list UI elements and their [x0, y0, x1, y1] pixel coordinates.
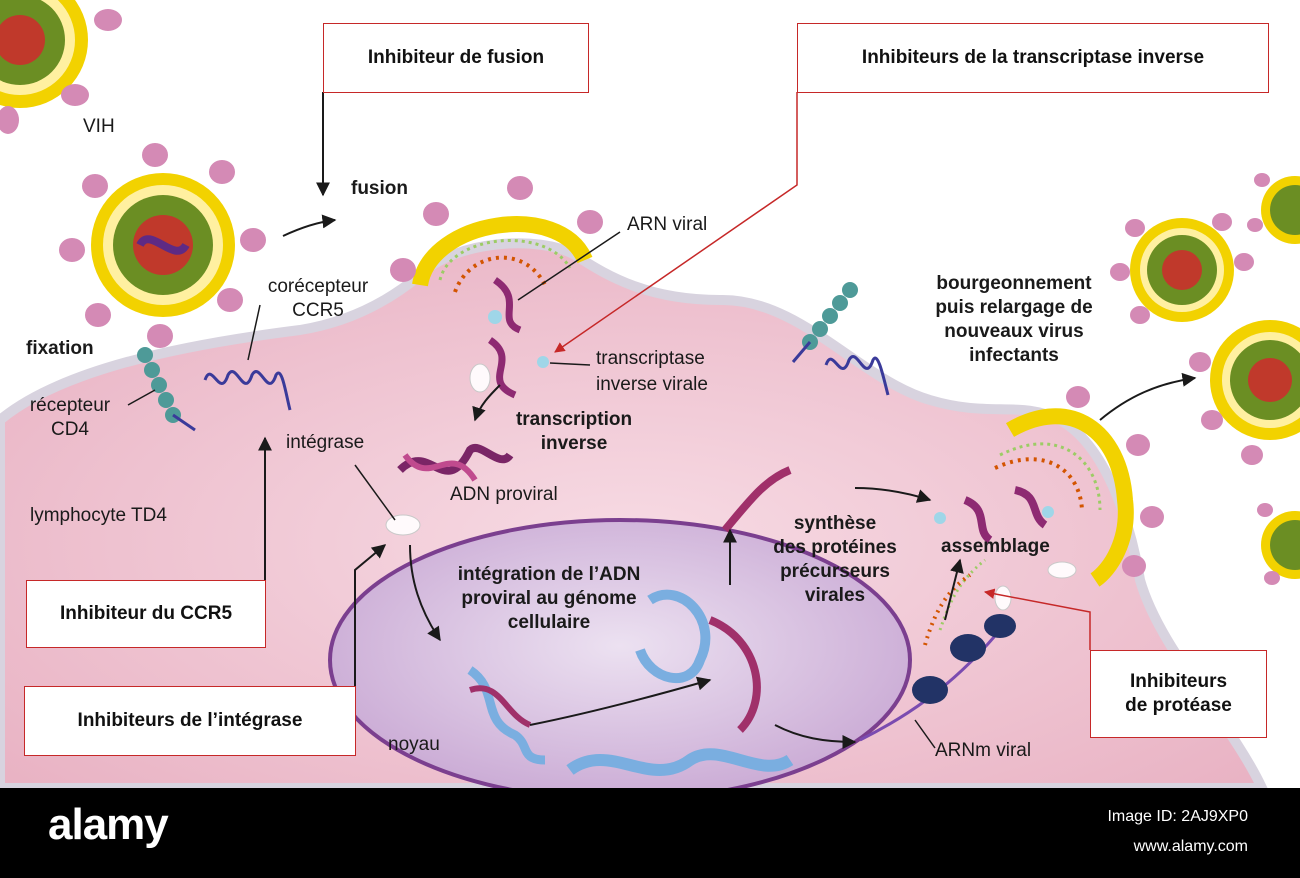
footer-bar: [0, 788, 1300, 878]
proviral-dna-helix: [397, 444, 514, 475]
box-inhibiteurs-transcriptase: Inhibiteurs de la transcriptase inverse: [797, 23, 1269, 93]
box-inhibiteur-ccr5-text: Inhibiteur du CCR5: [59, 603, 233, 624]
precursor-protein: [721, 466, 792, 533]
ribosome-1: [912, 676, 948, 704]
viral-rna: [492, 277, 522, 334]
arrow-rt-to-dna: [472, 384, 501, 422]
assembly-rna-2: [1013, 486, 1048, 529]
virus-fixation: [59, 143, 266, 348]
arrow-translation-to-assembly: [944, 558, 964, 621]
label-recepteur: récepteur CD4: [29, 395, 111, 440]
label-noyau: noyau: [388, 734, 440, 755]
leader-transcriptase: [549, 362, 591, 366]
label-assemblage: assemblage: [941, 536, 1050, 557]
alamy-logo: alamy: [48, 800, 169, 849]
virus-released-3: [1247, 173, 1300, 244]
label-integrase: intégrase: [286, 432, 365, 453]
ccr5-left: [203, 370, 292, 411]
box-inhibiteur-fusion-text: Inhibiteur de fusion: [367, 47, 545, 68]
nucleus: [328, 518, 912, 788]
ccr5-right: [824, 355, 890, 396]
virus-released-2: [1189, 320, 1300, 465]
leader-arnm: [914, 719, 936, 749]
label-bourgeonnement: bourgeonnement puis relargage de nouveau…: [935, 273, 1093, 366]
arrow-to-mrna: [774, 724, 857, 749]
label-transcription-inverse: transcription inverse: [515, 409, 633, 454]
leader-integrase: [354, 464, 396, 521]
site-url: www.alamy.com: [1133, 838, 1248, 855]
label-corecepteur: corécepteur CCR5: [267, 276, 369, 321]
label-lymphocyte: lymphocyte TD4: [30, 505, 167, 526]
red-line-integrase-inhibitor: [354, 544, 387, 688]
assembly-rna-1: [963, 496, 993, 544]
label-synthese: synthèse des protéines précurseurs viral…: [773, 513, 897, 606]
leader-ccr5: [247, 304, 261, 361]
red-line-protease-inhibitor: [983, 588, 1091, 650]
image-id: Image ID: 2AJ9XP0: [1107, 808, 1248, 825]
box-inhibiteurs-integrase: Inhibiteurs de l’intégrase: [24, 686, 356, 756]
virus-released-1: [1110, 213, 1254, 324]
label-integration: intégration de l’ADN proviral au génome …: [457, 564, 641, 633]
box-inhibiteurs-protease-text: Inhibiteurs de protéase: [1125, 671, 1232, 716]
label-arn-viral: ARN viral: [627, 214, 708, 235]
diagram-artwork: [0, 0, 1300, 788]
budding-bud: [1005, 408, 1134, 587]
integrase-dot: [385, 514, 421, 536]
nuclear-dna-3: [566, 748, 794, 776]
box-inhibiteurs-protease: Inhibiteurs de protéase: [1090, 650, 1267, 738]
label-fixation: fixation: [26, 338, 94, 359]
box-inhibiteurs-integrase-text: Inhibiteurs de l’intégrase: [77, 710, 303, 731]
box-inhibiteurs-transcriptase-text: Inhibiteurs de la transcriptase inverse: [861, 47, 1205, 68]
red-line-rt-inhibitor: [554, 92, 798, 353]
leader-arn-viral: [517, 231, 621, 301]
arrow-integration: [529, 676, 712, 726]
nuclear-dna-2: [635, 589, 711, 683]
label-adn-proviral: ADN proviral: [450, 484, 558, 505]
arrow-synthesis-to-assembly: [854, 487, 932, 503]
box-inhibiteur-fusion: Inhibiteur de fusion: [323, 23, 589, 93]
ribosome-2: [950, 634, 986, 662]
label-vih: VIH: [83, 116, 115, 137]
arrow-fixation-to-fusion: [282, 214, 337, 237]
cd4-receptor-right: [791, 282, 858, 363]
arrow-budding-release: [1099, 372, 1197, 421]
fusion-bud: [412, 216, 593, 287]
virus-top-left: [0, 0, 122, 134]
arrow-to-nucleus: [409, 544, 441, 642]
virus-released-4: [1257, 503, 1300, 585]
ribosome-3: [984, 614, 1016, 638]
box-inhibiteur-ccr5: Inhibiteur du CCR5: [26, 580, 266, 648]
leader-cd4: [127, 389, 156, 406]
reverse-transcriptase-dot: [488, 310, 502, 324]
reverse-transcription-helix: [487, 337, 517, 399]
label-arnm-viral: ARNm viral: [935, 740, 1032, 761]
cd4-receptor-left: [137, 347, 196, 432]
label-fusion: fusion: [351, 178, 408, 199]
label-transcriptase: transcriptase inverse virale: [596, 348, 708, 395]
